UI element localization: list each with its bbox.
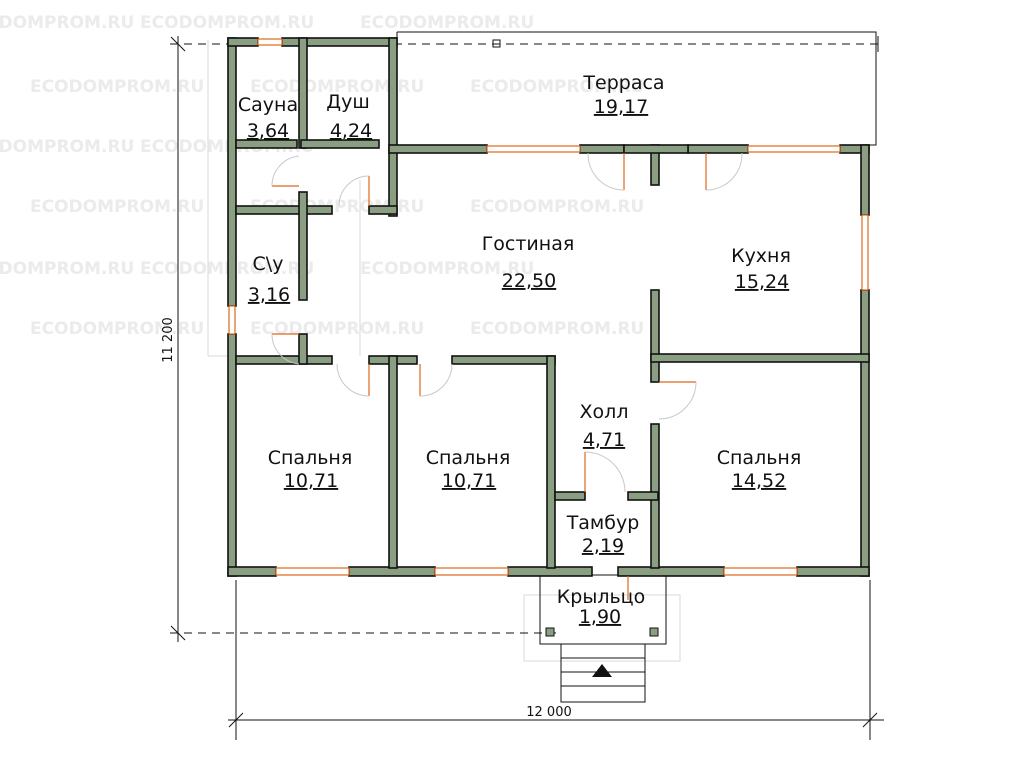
room-label-porch: Крыльцо 1,90	[557, 586, 645, 628]
window	[228, 305, 236, 335]
room-label-kitchen: Кухня 15,24	[731, 245, 791, 293]
room-label-bedroom2: Спальня 10,71	[426, 447, 511, 492]
watermark-text: ECODOMPROM.RU	[360, 13, 534, 33]
room-area: 14,52	[732, 470, 786, 492]
window	[434, 567, 509, 576]
room-name: Тамбур	[566, 512, 640, 534]
watermark-text: ECODOMPROM.RU	[250, 319, 424, 339]
watermark-text: ECODOMPROM.RU	[470, 197, 644, 217]
window	[257, 38, 283, 46]
room-area: 4,71	[583, 429, 625, 451]
doors	[271, 152, 743, 600]
room-area: 2,19	[582, 535, 624, 557]
entrance-arrow-icon	[592, 664, 612, 677]
watermark-text: ECODOMPROM.RU	[360, 259, 534, 279]
room-name: Кухня	[731, 245, 791, 267]
room-name: Гостиная	[482, 233, 575, 255]
room-name: Холл	[580, 401, 629, 423]
window	[275, 567, 350, 576]
watermark-text: ECODOMPROM.RU	[30, 319, 204, 339]
room-label-bedroom1: Спальня 10,71	[268, 447, 353, 492]
room-name: С\у	[253, 253, 284, 275]
room-name: Спальня	[268, 447, 353, 469]
room-area: 15,24	[735, 271, 789, 293]
watermark-text: ECODOMPROM.RU	[0, 13, 134, 33]
watermark-text: ECODOMPROM.RU	[140, 259, 314, 279]
room-label-vestibule: Тамбур 2,19	[566, 512, 640, 557]
watermark-text: ECODOMPROM.RU	[30, 77, 204, 97]
windows	[228, 38, 869, 576]
watermark-text: ECODOMPROM.RU	[0, 259, 134, 279]
window	[747, 145, 841, 153]
room-name: Душ	[326, 91, 369, 113]
room-label-hall: Холл 4,71	[580, 401, 629, 451]
window	[486, 145, 581, 153]
dimension-width: 12 000	[526, 705, 572, 720]
room-label-terrace: Терраса 19,17	[582, 72, 664, 118]
room-label-shower: Душ 4,24	[326, 91, 372, 142]
watermark-text: ECODOMPROM.RU	[250, 77, 424, 97]
window	[861, 214, 869, 291]
room-area: 4,24	[330, 120, 372, 142]
room-name: Сауна	[238, 94, 298, 116]
room-label-bedroom3: Спальня 14,52	[717, 447, 802, 492]
room-area: 3,64	[247, 120, 289, 142]
room-label-sauna: Сауна 3,64	[238, 94, 298, 142]
room-label-wc: С\у 3,16	[248, 253, 290, 306]
room-area: 10,71	[284, 470, 338, 492]
watermark-text: ECODOMPROM.RU	[470, 319, 644, 339]
room-name: Спальня	[426, 447, 511, 469]
window	[723, 567, 798, 576]
watermark-text: ECODOMPROM.RU	[30, 197, 204, 217]
room-area: 10,71	[442, 470, 496, 492]
walls	[227, 37, 870, 577]
watermark-text: ECODOMPROM.RU	[470, 77, 644, 97]
room-area: 22,50	[502, 270, 556, 292]
room-name: Спальня	[717, 447, 802, 469]
room-name: Крыльцо	[557, 586, 645, 608]
watermark-text: ECODOMPROM.RU	[140, 13, 314, 33]
room-area: 1,90	[579, 606, 621, 628]
watermark-text: ECODOMPROM.RU	[0, 137, 134, 157]
dimension-height: 11 200	[161, 317, 176, 363]
room-name: Терраса	[582, 72, 664, 94]
room-label-living: Гостиная 22,50	[482, 233, 575, 292]
room-area: 3,16	[248, 284, 290, 306]
room-area: 19,17	[594, 96, 648, 118]
